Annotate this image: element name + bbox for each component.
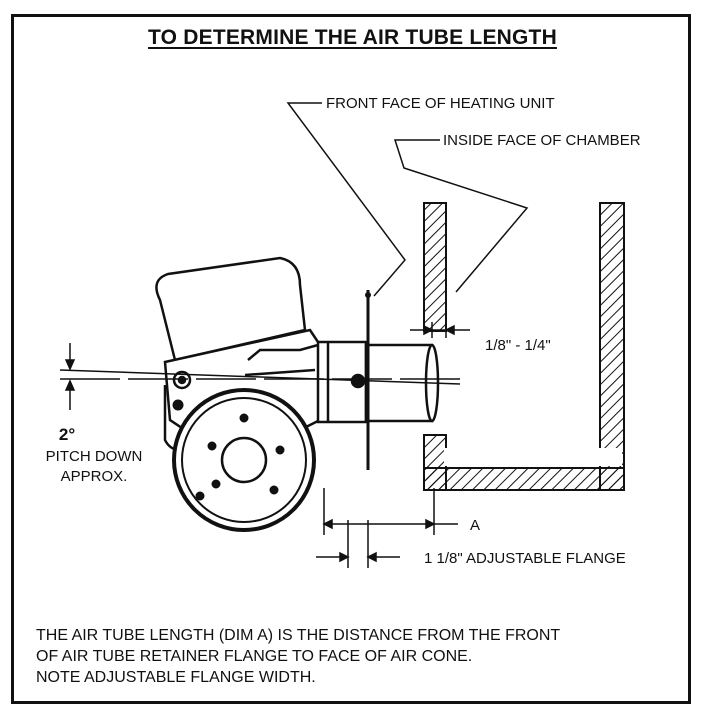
inside-face-leader — [393, 139, 529, 293]
dim-a-label: A — [470, 517, 480, 534]
air-tube — [316, 340, 440, 424]
pitch-approx-label: APPROX. — [61, 468, 128, 485]
flange-pin — [365, 292, 371, 298]
note-line-3: NOTE ADJUSTABLE FLANGE WIDTH. — [36, 669, 316, 686]
gap-label: 1/8" - 1/4" — [485, 337, 551, 354]
diagram-title: TO DETERMINE THE AIR TUBE LENGTH — [0, 26, 705, 50]
diagram-frame — [11, 14, 691, 704]
title-text: TO DETERMINE THE AIR TUBE LENGTH — [148, 26, 557, 49]
flange-dimension — [316, 520, 400, 568]
inside-face-label: INSIDE FACE OF CHAMBER — [443, 132, 641, 149]
chamber-wall — [423, 202, 625, 491]
note-text: THE AIR TUBE LENGTH (DIM A) IS THE DISTA… — [36, 625, 560, 688]
pitch-angle-label: 2° — [59, 425, 75, 444]
pitch-arrows — [64, 343, 76, 410]
front-face-leader — [286, 102, 406, 297]
fan-housing — [172, 388, 316, 532]
gap-dimension — [410, 322, 470, 338]
dimension-a — [322, 488, 458, 535]
note-line-1: THE AIR TUBE LENGTH (DIM A) IS THE DISTA… — [36, 627, 561, 644]
pitch-down-label: PITCH DOWN — [46, 448, 143, 465]
flange-label: 1 1/8" ADJUSTABLE FLANGE — [424, 550, 626, 567]
note-line-2: OF AIR TUBE RETAINER FLANGE TO FACE OF A… — [36, 648, 473, 665]
front-face-label: FRONT FACE OF HEATING UNIT — [326, 95, 555, 112]
pitch-lines — [59, 369, 461, 385]
